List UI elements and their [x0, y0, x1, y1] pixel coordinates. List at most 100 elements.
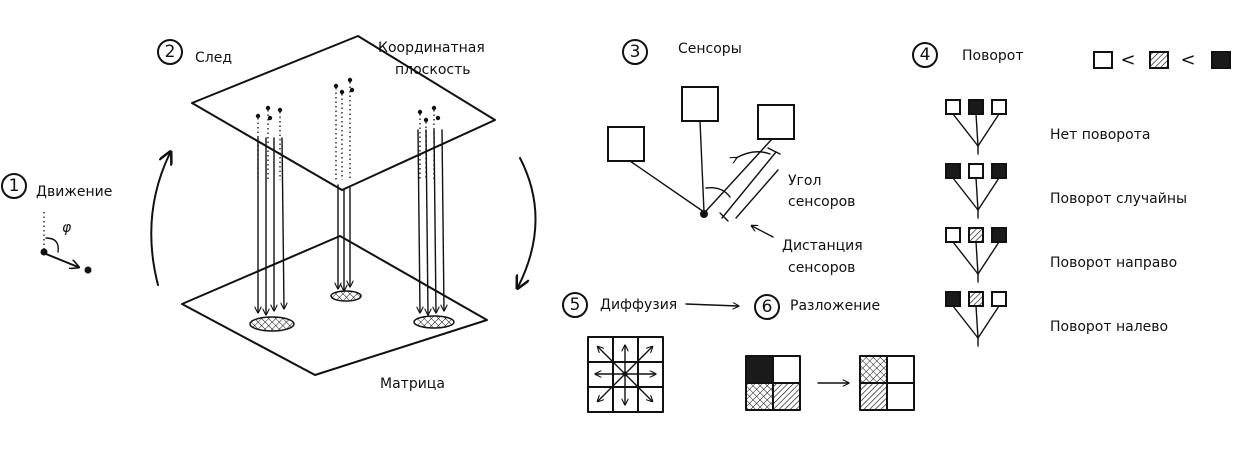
legend-symbol: < [1120, 50, 1135, 71]
agent-dot [700, 210, 708, 218]
sensor-arm [977, 113, 1000, 147]
sensor-arm-right [705, 138, 773, 212]
sensor-right [757, 104, 795, 140]
legend-symbol: < [1180, 50, 1195, 71]
rotation-case-label: Поворот налево [1050, 319, 1168, 335]
sensor-arm [977, 241, 1000, 275]
step-3-sensors: 3 Сенсоры Угол сенсоров Дистанция сенсор… [607, 39, 863, 276]
rotation-case-label: Нет поворота [1050, 127, 1150, 143]
sensor-full [945, 291, 961, 307]
step-label: Сенсоры [678, 41, 742, 57]
coordinate-plane-label: Координатная [378, 40, 485, 56]
deposit-arrows [258, 129, 444, 314]
agent-next-dot [84, 266, 92, 274]
sensor-arm [952, 241, 979, 275]
decay-grid-before [745, 355, 801, 411]
rotation-case-label: Поворот случайны [1050, 191, 1187, 207]
step-number-circle [562, 292, 588, 318]
sensor-distance-line [735, 169, 779, 219]
step-number-circle [912, 42, 938, 68]
sensor-angle-label: Угол [788, 173, 821, 189]
trail-dotted-lines [257, 82, 435, 180]
sensor-arm [952, 177, 979, 211]
sensor-arm-front [699, 120, 705, 213]
coordinate-plane-label: плоскость [395, 62, 471, 78]
step-label: Движение [36, 184, 112, 200]
legend-hatched [1149, 51, 1169, 69]
sensor-full [968, 99, 984, 115]
step-number: 4 [920, 45, 931, 65]
sensor-empty [945, 99, 961, 115]
step-number: 1 [9, 176, 20, 196]
sensor-front [681, 86, 719, 122]
cycle-arrow-right [518, 157, 537, 287]
step-label: Диффузия [600, 297, 677, 313]
rotation-case: Поворот случайны [945, 163, 1187, 219]
sensor-arm [952, 305, 979, 339]
sensor-empty [968, 163, 984, 179]
step-number-circle [1, 173, 27, 199]
rotation-case: Поворот налево [945, 291, 1168, 347]
sensor-arm [977, 305, 1000, 339]
step-1-motion: 1 Движение φ [1, 173, 112, 274]
sensor-distance-label: Дистанция [782, 238, 863, 254]
rotation-case: Нет поворота [945, 99, 1150, 155]
sensor-distance-line [721, 151, 777, 219]
legend-empty [1093, 51, 1113, 69]
step-2-trail: 2 След Координатная плоскость [157, 35, 496, 392]
step-label: Поворот [962, 48, 1024, 64]
sensor-hatched [968, 227, 984, 243]
sensor-distance-label: сенсоров [788, 260, 855, 276]
diffusion-to-decay-arrow [685, 304, 738, 306]
shade-legend: < < [1093, 50, 1231, 71]
sensor-empty [945, 227, 961, 243]
trail-deposit [249, 316, 295, 332]
step-number-circle [157, 39, 183, 65]
matrix-plane [181, 235, 488, 376]
sensor-left [607, 126, 645, 162]
step-number-circle [754, 294, 780, 320]
rotation-case-label: Поворот направо [1050, 255, 1177, 271]
step-6-decay: 6 Разложение [745, 294, 915, 411]
angle-arc [45, 237, 59, 253]
sensor-full [991, 163, 1007, 179]
sensor-full [945, 163, 961, 179]
step-number-circle [622, 39, 648, 65]
sensor-empty [991, 99, 1007, 115]
trail-deposit [330, 290, 362, 302]
legend-full [1211, 51, 1231, 69]
sensor-empty [991, 291, 1007, 307]
matrix-plane-label: Матрица [380, 376, 445, 392]
sensor-angle-arrow [736, 151, 771, 158]
step-label: Разложение [790, 298, 880, 314]
sensor-angle-arc [705, 187, 731, 198]
sensor-arm [977, 177, 1000, 211]
step-label: След [195, 50, 232, 66]
sensor-arm [952, 113, 979, 147]
coordinate-plane [191, 35, 496, 191]
sensor-full [991, 227, 1007, 243]
step-number: 3 [630, 42, 641, 62]
sensor-angle-label: сенсоров [788, 194, 855, 210]
sensor-arm [975, 177, 979, 211]
angle-symbol: φ [62, 220, 72, 236]
decay-grid-after [859, 355, 915, 411]
trail-deposit [413, 315, 455, 329]
sensor-arm-left [629, 160, 705, 213]
step-number: 2 [165, 42, 176, 62]
agent-dots-cluster [255, 77, 441, 123]
sensor-arm [975, 241, 979, 275]
sensor-distance-arrow [752, 226, 774, 238]
diffusion-kernel [587, 336, 664, 413]
rotation-case: Поворот направо [945, 227, 1177, 283]
sensor-arm [975, 305, 979, 339]
step-number: 6 [762, 297, 773, 317]
step-5-diffusion: 5 Диффузия [562, 292, 738, 413]
motion-arrow [45, 253, 78, 267]
sensor-hatched [968, 291, 984, 307]
sensor-arm [975, 113, 979, 147]
step-number: 5 [570, 295, 581, 315]
